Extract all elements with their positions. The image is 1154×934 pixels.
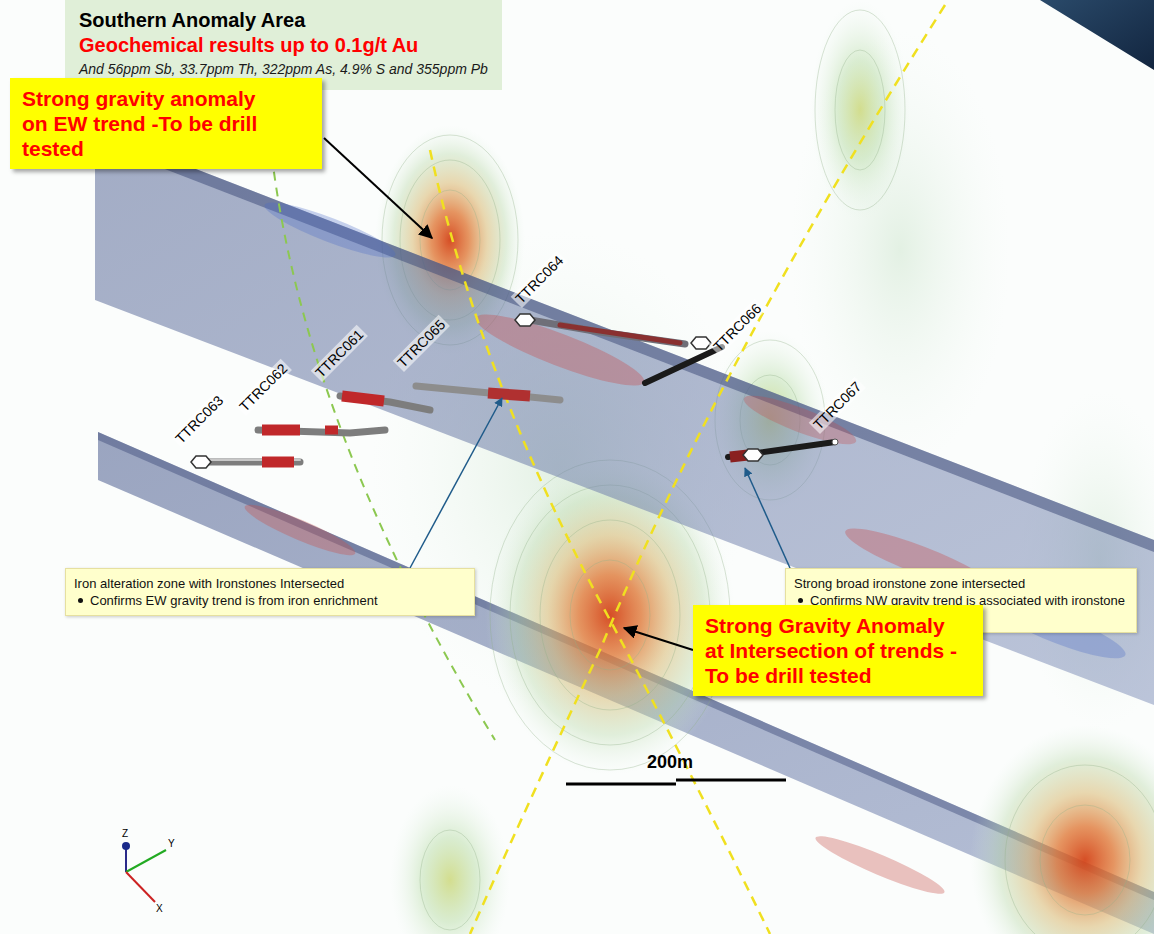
element-list: And 56ppm Sb, 33.7ppm Th, 322ppm As, 4.9… — [79, 58, 488, 80]
target-box: Strong Gravity Anomaly at Intersection o… — [693, 605, 983, 696]
target-label: Strong gravity anomaly on EW trend -To b… — [22, 86, 284, 161]
note-box: Iron alteration zone with Ironstones Int… — [65, 568, 475, 616]
bullet-dot — [78, 598, 83, 603]
scale-label: 200m — [647, 752, 693, 773]
axis-label: Y — [168, 838, 175, 849]
subheading: Geochemical results up to 0.1g/t Au — [79, 33, 488, 58]
target-label: Strong Gravity Anomaly at Intersection o… — [705, 613, 967, 688]
heading: Southern Anomaly Area — [79, 8, 488, 33]
note-heading: Strong broad ironstone zone intersected — [794, 575, 1128, 592]
bullet-dot — [798, 598, 803, 603]
axis-label: Z — [122, 828, 128, 839]
bullet-text: Confirms EW gravity trend is from iron e… — [74, 592, 466, 609]
target-box: Strong gravity anomaly on EW trend -To b… — [10, 78, 322, 169]
note-heading: Iron alteration zone with Ironstones Int… — [74, 575, 466, 592]
axis-label: X — [156, 903, 163, 914]
title-panel: Southern Anomaly AreaGeochemical results… — [65, 0, 502, 90]
